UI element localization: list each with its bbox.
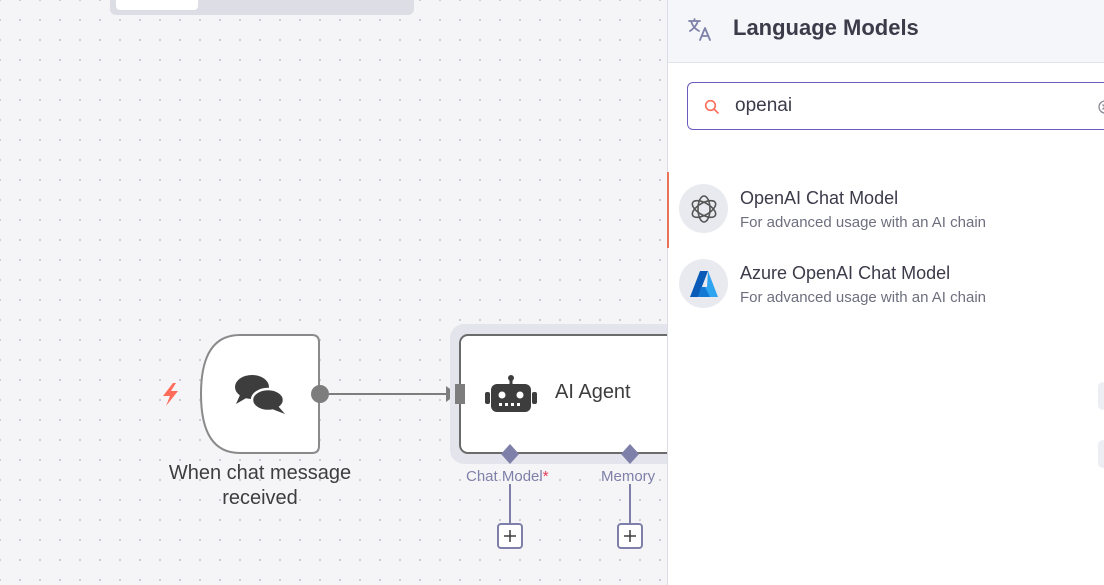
panel-title: Language Models bbox=[733, 15, 919, 40]
result-openai-chat-model[interactable]: OpenAI Chat Model For advanced usage wit… bbox=[667, 172, 1104, 248]
search-box[interactable] bbox=[687, 82, 1104, 130]
add-chat-model-button[interactable] bbox=[497, 523, 523, 549]
search-icon bbox=[704, 99, 719, 114]
clear-search-icon[interactable] bbox=[1098, 100, 1104, 114]
node-creator-panel: Language Models OpenAI Chat Model For ad… bbox=[667, 0, 1104, 585]
result-title: OpenAI Chat Model bbox=[740, 188, 899, 208]
connection-line[interactable] bbox=[329, 386, 457, 402]
result-description: For advanced usage with an AI chain bbox=[740, 289, 986, 306]
trigger-node-caption: When chat message received bbox=[168, 462, 352, 509]
trigger-node[interactable] bbox=[199, 334, 320, 454]
result-description: For advanced usage with an AI chain bbox=[740, 214, 986, 231]
result-azure-openai-chat-model[interactable]: Azure OpenAI Chat Model For advanced usa… bbox=[668, 247, 1104, 319]
lightning-icon bbox=[163, 383, 178, 406]
floating-edge-button[interactable] bbox=[1098, 440, 1104, 468]
memory-handle[interactable] bbox=[621, 444, 639, 464]
panel-header: Language Models bbox=[668, 0, 1104, 63]
memory-handle-label: Memory bbox=[601, 468, 656, 485]
workflow-canvas bbox=[163, 324, 670, 549]
add-memory-button[interactable] bbox=[617, 523, 643, 549]
ai-agent-node[interactable] bbox=[450, 324, 670, 464]
translate-icon bbox=[688, 18, 711, 41]
ai-agent-title: AI Agent bbox=[555, 381, 631, 403]
robot-icon bbox=[485, 375, 537, 412]
chat-bubbles-icon bbox=[235, 375, 286, 414]
canvas-tab-active[interactable] bbox=[116, 0, 198, 10]
canvas-tab-bar bbox=[110, 0, 414, 15]
trigger-output-handle[interactable] bbox=[311, 385, 329, 403]
chat-model-handle[interactable] bbox=[501, 444, 519, 464]
openai-icon bbox=[679, 184, 728, 233]
result-title: Azure OpenAI Chat Model bbox=[740, 263, 951, 283]
chat-model-handle-label: Chat Model* bbox=[466, 468, 549, 485]
azure-icon bbox=[679, 259, 728, 308]
search-input[interactable] bbox=[735, 93, 1075, 119]
floating-edge-button[interactable] bbox=[1098, 382, 1104, 410]
agent-input-handle[interactable] bbox=[455, 384, 465, 404]
